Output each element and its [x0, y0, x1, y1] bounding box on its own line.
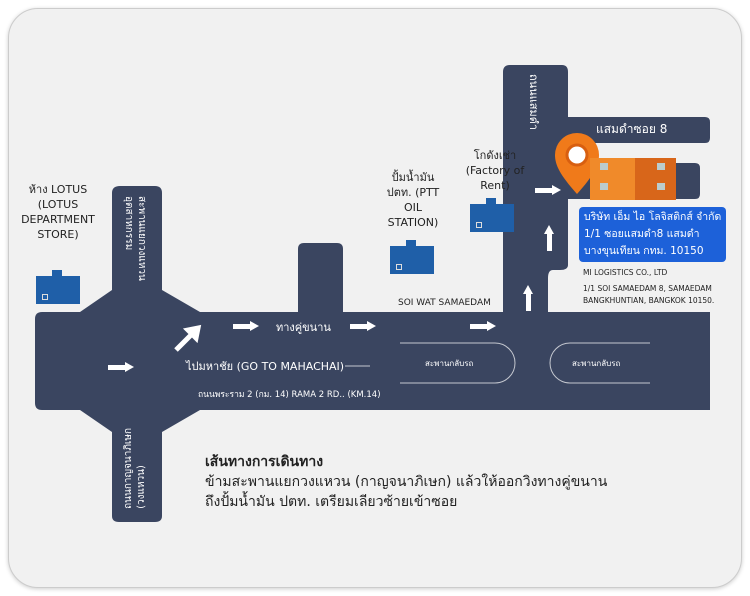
company-english-address-1: 1/1 SOI SAMAEDAM 8, SAMAEDAM: [583, 284, 712, 293]
ptt-building-icon: [390, 240, 434, 274]
company-info-box: บริษัท เอ็ม ไอ โลจิสติกส์ จำกัด 1/1 ซอยแ…: [579, 207, 727, 262]
uturn-loop-1: [400, 342, 516, 384]
soi-wat-label: SOI WAT SAMAEDAM: [398, 298, 491, 308]
company-thai-name: บริษัท เอ็ม ไอ โลจิสติกส์ จำกัด: [584, 211, 722, 223]
upper-left-road: [80, 186, 200, 312]
directions-line-2: ถึงปั้มน้ำมัน ปตท. เตรียมเลียวซ้ายเข้าซอ…: [205, 494, 458, 510]
directions-line-1: ข้ามสะพานแยกวงแหวน (กาญจนาภิเษก) แล้วให้…: [205, 474, 608, 490]
company-english-info: MI LOGISTICS CO., LTD 1/1 SOI SAMAEDAM 8…: [579, 267, 714, 307]
location-pin-icon: [555, 133, 599, 194]
main-road: [35, 312, 710, 410]
rama2-label: ถนนพระราม 2 (กม. 14) RAMA 2 RD.. (KM.14): [198, 390, 381, 400]
uturn-label-1: สะพานกลับรถ: [425, 359, 474, 368]
arrow-right-icon: [350, 321, 376, 331]
arrow-right-icon: [470, 321, 496, 331]
factory-label: โกดังเช่า (Factory of Rent): [465, 149, 525, 192]
arrow-up-icon: [544, 225, 554, 251]
uturn-loop-2: [549, 342, 650, 384]
lotus-building-icon: [36, 270, 80, 304]
company-building-icon: [590, 158, 676, 200]
factory-building-icon: [470, 198, 514, 232]
arrow-right-icon: [233, 321, 259, 331]
company-thai-address-1: 1/1 ซอยแสมดำ8 แสมดำ: [584, 228, 700, 240]
directions-title: เส้นทางการเดินทาง: [205, 454, 324, 470]
soi8-label: แสมดำซอย 8: [596, 122, 668, 136]
mahachai-label: ไปมหาชัย (GO TO MAHACHAI): [186, 360, 345, 373]
lower-left-road-label: ถนนกาญจนาภิเษก(วงแหวน): [123, 428, 147, 509]
arrow-up-icon: [523, 285, 533, 311]
lower-left-road: [80, 410, 200, 522]
samaedam-road-label: ถนนแสมดำ: [527, 74, 540, 131]
company-english-name: MI LOGISTICS CO., LTD: [583, 268, 668, 277]
company-block: บริษัท เอ็ม ไอ โลจิสติกส์ จำกัด 1/1 ซอยแ…: [579, 207, 727, 307]
upper-left-road-label: สะพานแยกวงแหวนอุตสาหกรรม: [123, 196, 147, 281]
ptt-label: ปั้มน้ำมัน ปตท. (PTT OIL STATION): [386, 171, 440, 229]
arrow-right-icon: [108, 362, 134, 372]
company-thai-address-2: บางขุนเทียน กทม. 10150: [584, 245, 704, 257]
arrow-diagonal: [174, 324, 202, 352]
arrow-right-icon: [535, 185, 561, 195]
lotus-label: ห้าง LOTUS (LOTUS DEPARTMENT STORE): [21, 183, 95, 241]
frontage-road-label: ทางคู่ขนาน: [276, 321, 331, 334]
uturn-label-2: สะพานกลับรถ: [572, 359, 621, 368]
directions: เส้นทางการเดินทาง ข้ามสะพานแยกวงแหวน (กา…: [205, 452, 607, 512]
company-english-address-2: BANGKHUNTIAN, BANGKOK 10150.: [583, 296, 715, 305]
middle-road: [298, 243, 343, 312]
